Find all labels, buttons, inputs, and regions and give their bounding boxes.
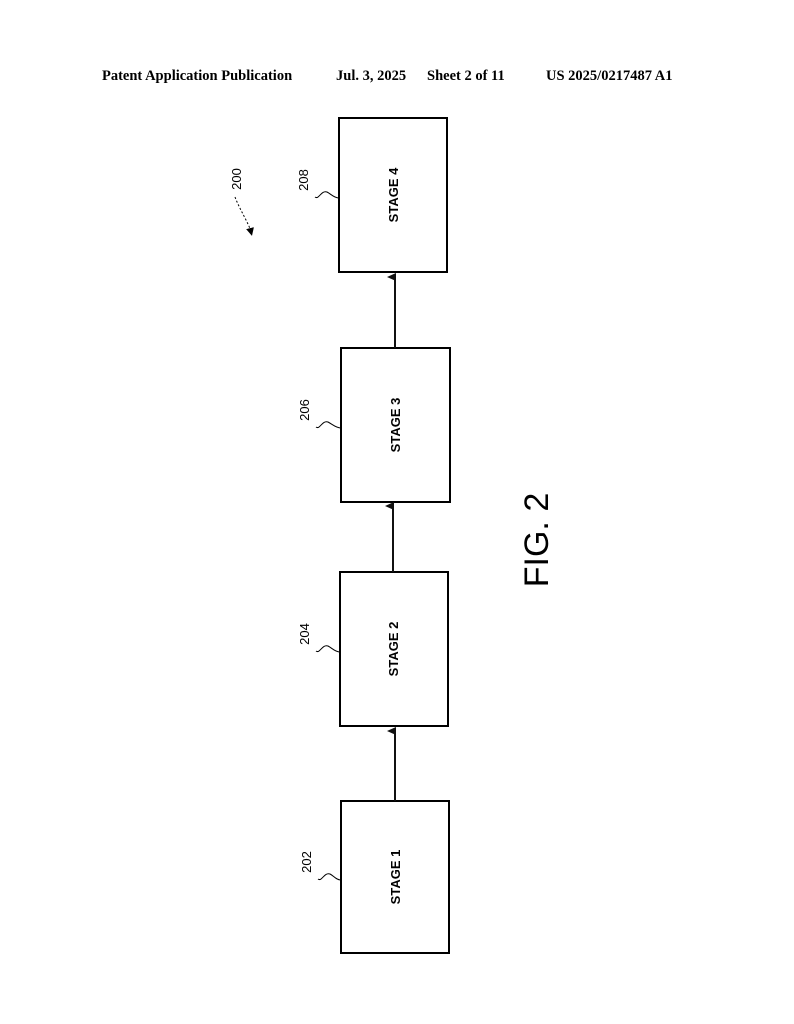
stage-3-box bbox=[340, 347, 451, 503]
ref-200: 200 bbox=[229, 168, 244, 190]
figure-label: FIG. 2 bbox=[518, 493, 556, 587]
stage-4-box bbox=[338, 117, 448, 273]
publication-number: US 2025/0217487 A1 bbox=[546, 68, 673, 84]
stage-1-label: STAGE 1 bbox=[388, 850, 403, 905]
ref-204: 204 bbox=[297, 623, 312, 645]
stage-1-box bbox=[340, 800, 450, 954]
leader-206 bbox=[315, 421, 342, 429]
ref-202: 202 bbox=[299, 851, 314, 873]
leader-208 bbox=[314, 191, 340, 199]
stage-3-label: STAGE 3 bbox=[388, 398, 403, 453]
leader-200 bbox=[234, 196, 254, 236]
stage-2-box bbox=[339, 571, 449, 727]
stage-2-label: STAGE 2 bbox=[386, 622, 401, 677]
page-header: Patent Application Publication Jul. 3, 2… bbox=[0, 68, 794, 88]
leader-202 bbox=[317, 873, 342, 881]
publication-date: Jul. 3, 2025 bbox=[336, 68, 407, 84]
ref-208: 208 bbox=[296, 169, 311, 191]
ref-206: 206 bbox=[297, 399, 312, 421]
publication-title: Patent Application Publication bbox=[102, 68, 293, 84]
stage-4-label: STAGE 4 bbox=[386, 167, 401, 222]
leader-204 bbox=[315, 645, 341, 653]
sheet-number: Sheet 2 of 11 bbox=[427, 68, 505, 84]
